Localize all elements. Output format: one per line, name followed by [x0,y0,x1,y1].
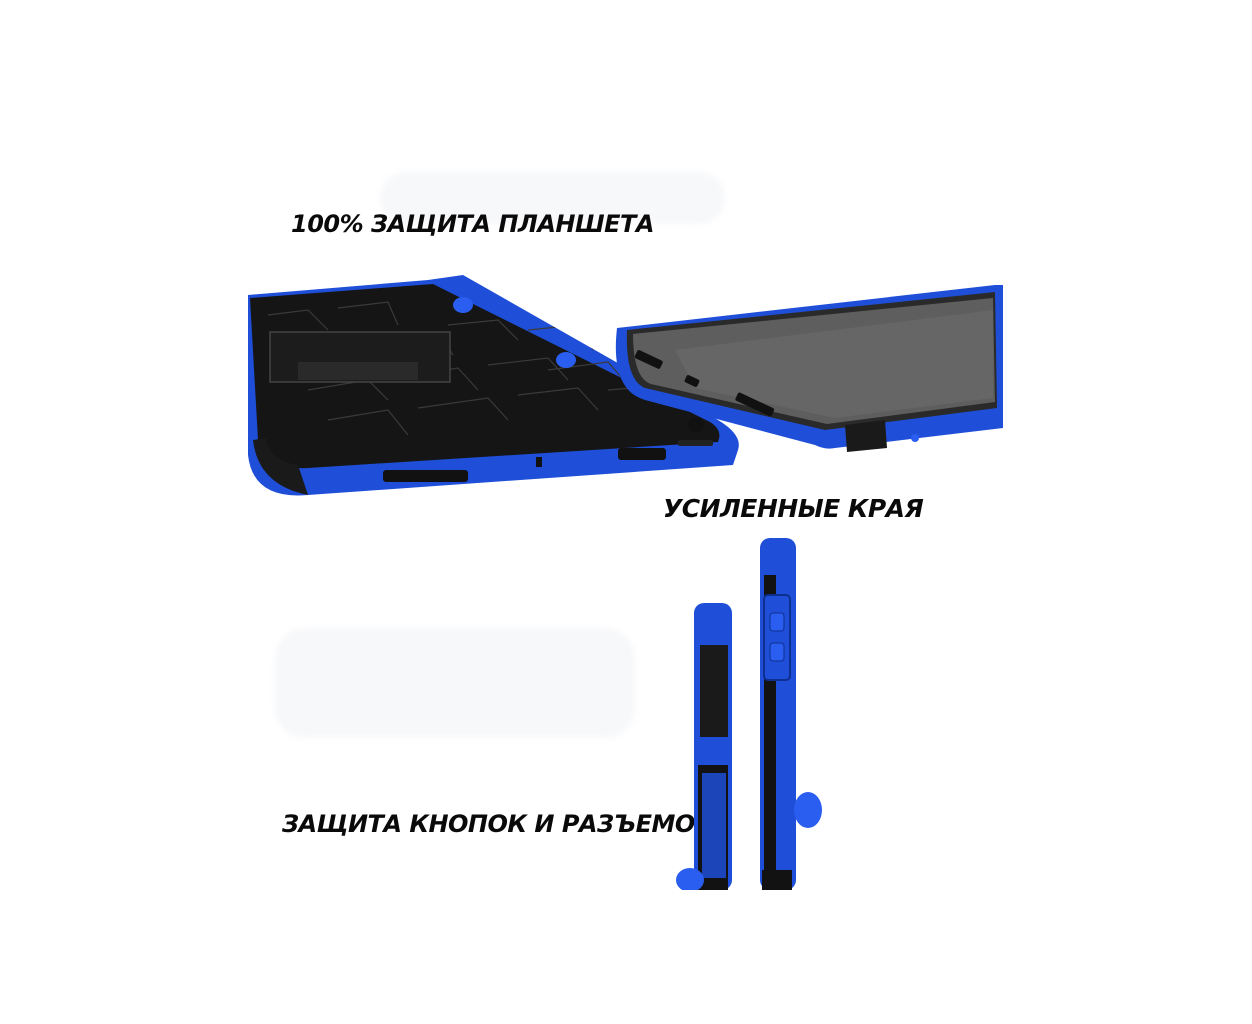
caption-full-protection: 100% ЗАЩИТА ПЛАНШЕТА [291,210,655,238]
case-side-image [676,538,822,890]
background-smudge [275,628,635,738]
tablet-screen-image [615,285,1003,452]
caption-reinforced-edges: УСИЛЕННЫЕ КРАЯ [663,494,924,523]
caption-button-port-protection: ЗАЩИТА КНОПОК И РАЗЪЕМОВ [282,810,713,838]
case-back-image [248,275,739,496]
background-smudge [380,172,725,224]
